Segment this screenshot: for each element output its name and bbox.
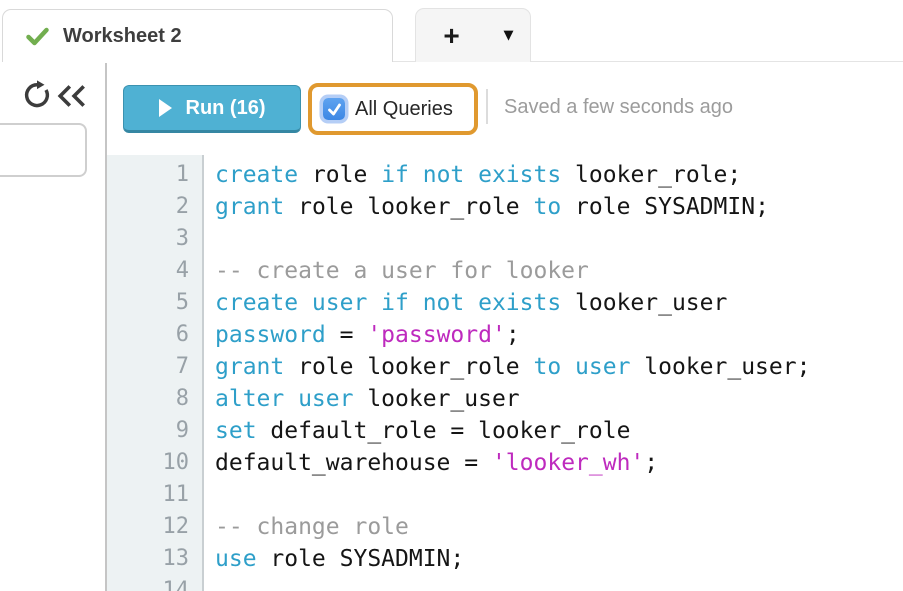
code-token-keyword: if not exists bbox=[381, 162, 562, 188]
sidebar-panel-box[interactable] bbox=[0, 123, 87, 177]
code-token-keyword: alter user bbox=[215, 386, 354, 412]
line-number: 10 bbox=[162, 450, 190, 475]
code-token-plain: role looker_role bbox=[284, 194, 534, 220]
code-line bbox=[215, 479, 903, 511]
run-button[interactable]: Run (16) bbox=[123, 85, 301, 133]
line-number: 13 bbox=[162, 546, 190, 571]
code-line: create user if not exists looker_user bbox=[215, 287, 903, 319]
code-token-keyword: to bbox=[533, 194, 562, 220]
caret-down-icon: ▼ bbox=[503, 28, 514, 43]
code-token-keyword: create bbox=[215, 162, 299, 188]
tab-bar-border bbox=[393, 60, 903, 62]
code-line: alter user looker_user bbox=[215, 383, 903, 415]
line-number: 3 bbox=[175, 226, 189, 251]
code-token-keyword: use bbox=[215, 546, 257, 572]
line-number: 7 bbox=[175, 354, 189, 379]
code-token-comment: -- create a user for looker bbox=[215, 258, 589, 284]
worksheet-menu-button[interactable]: ▼ bbox=[487, 9, 530, 62]
saved-check-icon bbox=[26, 27, 49, 46]
panel-divider bbox=[105, 63, 107, 591]
code-token-plain: ; bbox=[644, 450, 659, 476]
all-queries-highlight-annotation: All Queries bbox=[308, 83, 478, 135]
code-token-keyword: password bbox=[215, 322, 326, 348]
line-number: 5 bbox=[175, 290, 189, 315]
code-token-plain: default_warehouse = bbox=[215, 450, 492, 476]
run-button-label: Run (16) bbox=[185, 96, 266, 119]
line-number: 2 bbox=[175, 194, 189, 219]
code-token-keyword: to user bbox=[533, 354, 631, 380]
code-token-plain: role looker_role bbox=[284, 354, 534, 380]
code-line: use role SYSADMIN; bbox=[215, 543, 903, 575]
refresh-icon bbox=[24, 80, 50, 108]
code-token-plain: looker_role; bbox=[561, 162, 742, 188]
code-line: create role if not exists looker_role; bbox=[215, 159, 903, 191]
toolbar-divider bbox=[486, 89, 488, 124]
code-token-plain: looker_user bbox=[561, 290, 728, 316]
all-queries-checkbox[interactable] bbox=[323, 98, 345, 120]
code-token-plain: looker_user bbox=[353, 386, 520, 412]
code-line bbox=[215, 223, 903, 255]
code-line: default_warehouse = 'looker_wh'; bbox=[215, 447, 903, 479]
refresh-button[interactable] bbox=[22, 79, 52, 109]
worksheet-tab-label: Worksheet 2 bbox=[63, 24, 182, 47]
line-number: 14 bbox=[162, 578, 190, 591]
line-number: 9 bbox=[175, 418, 189, 443]
new-worksheet-button[interactable]: + bbox=[416, 9, 487, 62]
code-line bbox=[215, 575, 903, 591]
plus-icon: + bbox=[443, 19, 460, 51]
worksheet-tab[interactable]: Worksheet 2 bbox=[2, 9, 393, 62]
code-token-string: 'password' bbox=[367, 322, 506, 348]
code-token-keyword: grant bbox=[215, 354, 285, 380]
code-token-plain: role SYSADMIN; bbox=[561, 194, 769, 220]
line-number: 8 bbox=[175, 386, 189, 411]
code-token-keyword: grant bbox=[215, 194, 285, 220]
code-token-keyword: set bbox=[215, 418, 257, 444]
code-token-plain: = bbox=[325, 322, 368, 348]
code-token-comment: -- change role bbox=[215, 514, 409, 540]
code-token-plain: looker_user; bbox=[630, 354, 811, 380]
checkmark-icon bbox=[327, 103, 341, 115]
save-status-text: Saved a few seconds ago bbox=[504, 96, 734, 118]
line-number: 6 bbox=[175, 322, 189, 347]
line-number: 12 bbox=[162, 514, 190, 539]
code-token-plain: default_role = looker_role bbox=[256, 418, 631, 444]
line-number: 1 bbox=[175, 162, 189, 187]
code-lines[interactable]: create role if not exists looker_role;gr… bbox=[206, 155, 903, 591]
code-line: password = 'password'; bbox=[215, 319, 903, 351]
code-token-plain: role SYSADMIN; bbox=[256, 546, 465, 572]
code-line: -- change role bbox=[215, 511, 903, 543]
code-line: grant role looker_role to role SYSADMIN; bbox=[215, 191, 903, 223]
double-chevron-left-icon bbox=[57, 85, 85, 107]
code-line: -- create a user for looker bbox=[215, 255, 903, 287]
collapse-sidebar-button[interactable] bbox=[57, 84, 89, 108]
code-token-plain: role bbox=[298, 162, 382, 188]
code-token-plain: ; bbox=[505, 322, 520, 348]
code-line: set default_role = looker_role bbox=[215, 415, 903, 447]
all-queries-label[interactable]: All Queries bbox=[355, 97, 453, 120]
code-token-keyword: create user if not exists bbox=[215, 290, 562, 316]
play-icon bbox=[158, 99, 172, 117]
line-number: 4 bbox=[175, 258, 189, 283]
code-line: grant role looker_role to user looker_us… bbox=[215, 351, 903, 383]
code-token-string: 'looker_wh' bbox=[491, 450, 645, 476]
tab-actions-group: + ▼ bbox=[415, 8, 531, 62]
line-number: 11 bbox=[162, 482, 190, 507]
